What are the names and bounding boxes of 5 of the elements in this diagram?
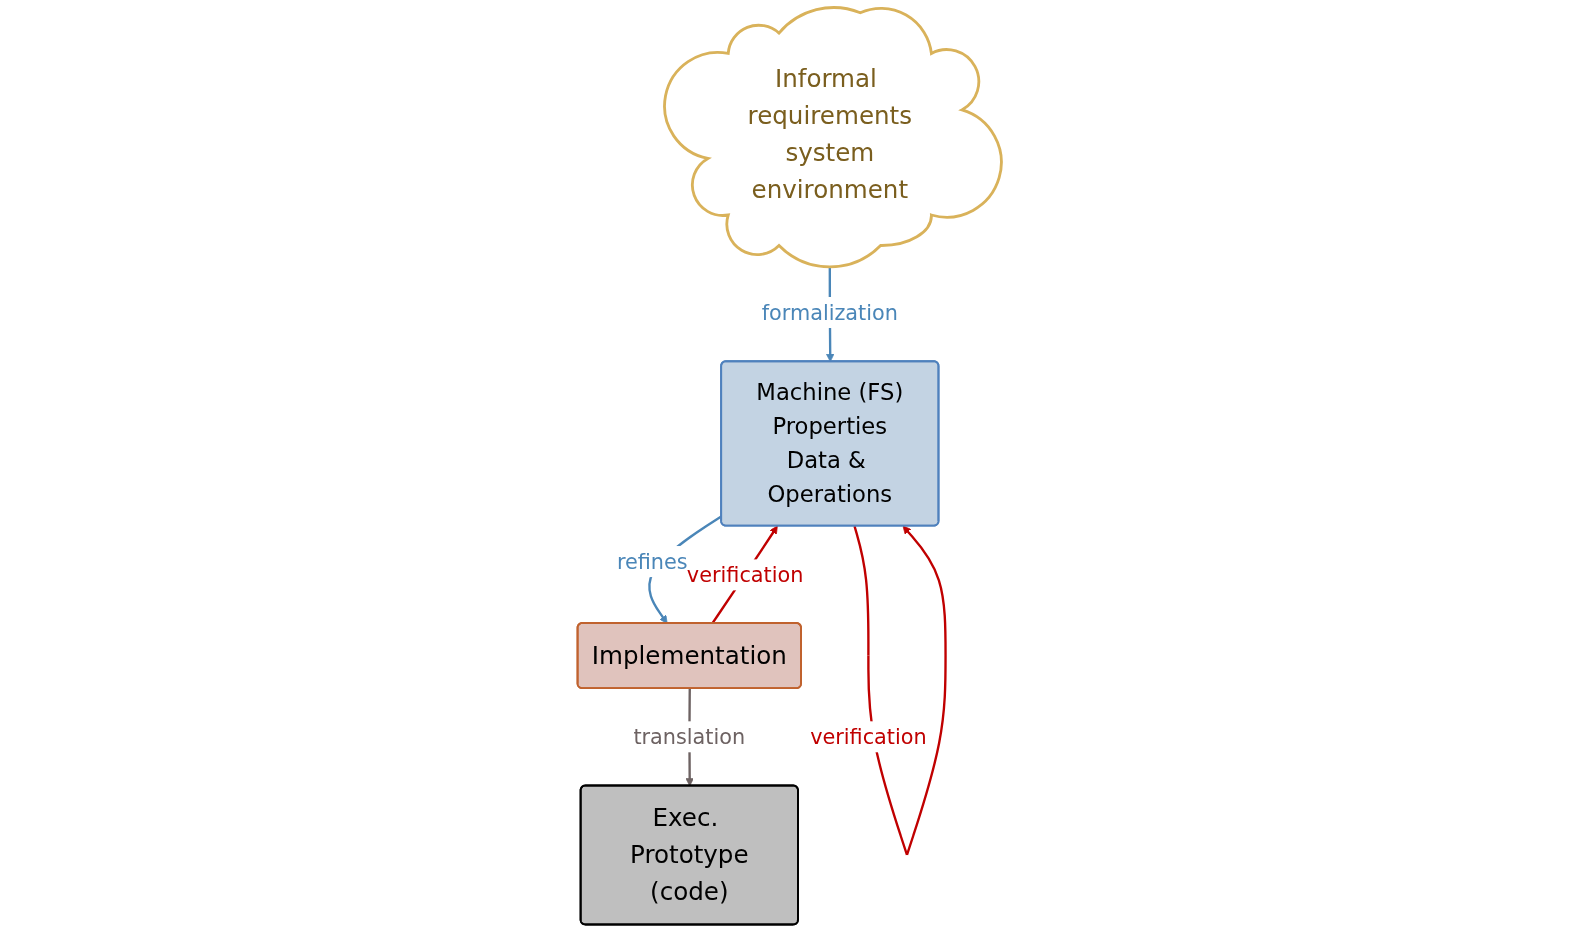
edge-label: translation [632,725,745,749]
edge-label: formalization [761,300,898,325]
edge-label: verification [809,725,927,749]
edge-label: refines [616,549,688,574]
edge-label: verification [686,563,803,587]
